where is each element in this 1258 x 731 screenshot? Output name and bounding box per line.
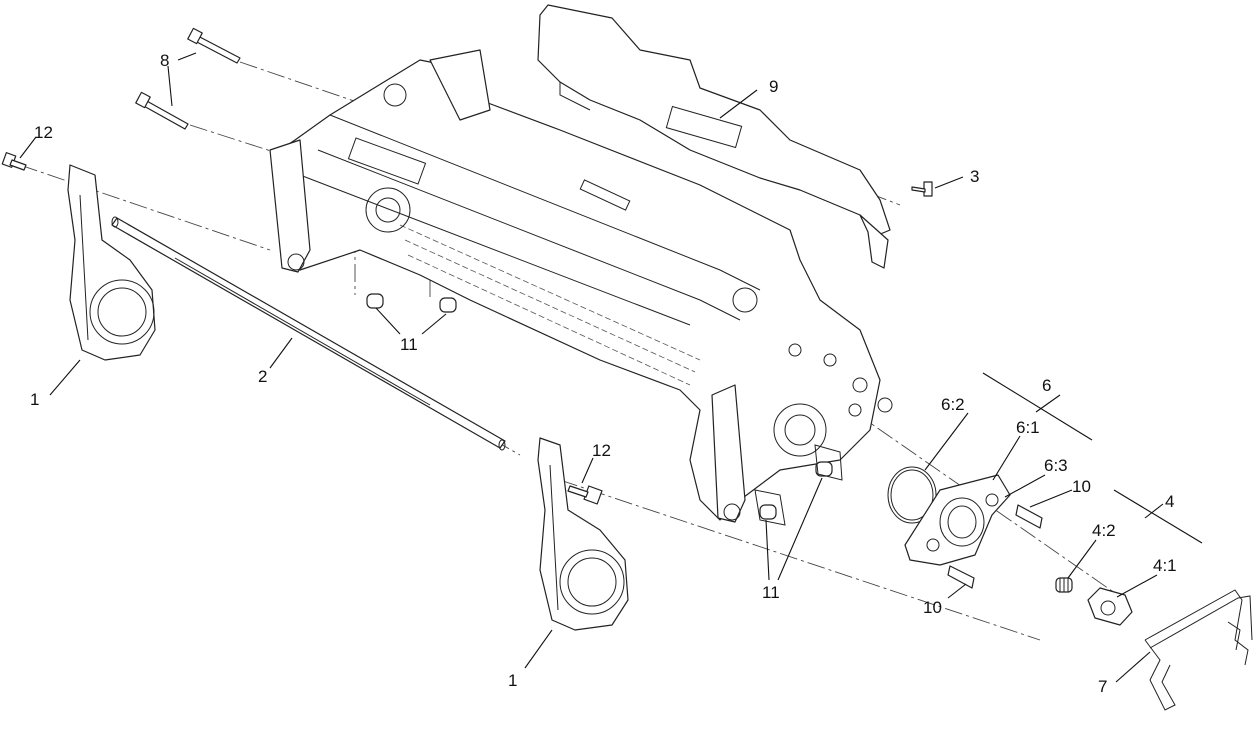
callout-1-upper: 1	[30, 390, 39, 409]
callout-10-upper: 10	[1072, 477, 1091, 496]
bolts-8	[135, 27, 241, 130]
callout-11-upper: 11	[400, 335, 418, 354]
callout-4: 4	[1165, 492, 1174, 511]
callout-labels: 8 9 12 3 2 11 1 6 6:2 6:1 6:3 10 4 12 4:…	[30, 51, 1177, 696]
wire-clip-7	[1144, 589, 1253, 711]
shaft	[111, 216, 506, 451]
bracket-left	[67, 164, 156, 361]
callout-6-2: 6:2	[941, 395, 965, 414]
callout-6-3: 6:3	[1044, 456, 1068, 475]
nut-assembly-4	[1055, 577, 1133, 626]
callout-11-lower: 11	[762, 583, 780, 602]
callout-4-2: 4:2	[1092, 521, 1116, 540]
main-frame	[269, 49, 893, 523]
callout-4-1: 4:1	[1153, 556, 1177, 575]
callout-3: 3	[970, 167, 979, 186]
callout-9: 9	[769, 77, 778, 96]
bushings-11	[366, 293, 843, 526]
callout-6: 6	[1042, 376, 1051, 395]
callout-8: 8	[160, 51, 169, 70]
bracket-right	[537, 437, 629, 631]
callout-12-upper: 12	[34, 123, 53, 142]
screws-12	[1, 152, 603, 505]
screw-3	[911, 181, 933, 197]
callout-1-lower: 1	[508, 671, 517, 690]
cover-panel	[537, 4, 891, 269]
callout-7: 7	[1098, 677, 1107, 696]
callout-12-lower: 12	[592, 441, 611, 460]
leader-lines	[19, 52, 1203, 683]
callout-10-lower: 10	[923, 598, 942, 617]
callout-6-1: 6:1	[1016, 418, 1040, 437]
callout-2: 2	[258, 367, 267, 386]
flange-assembly-6	[887, 466, 1043, 589]
